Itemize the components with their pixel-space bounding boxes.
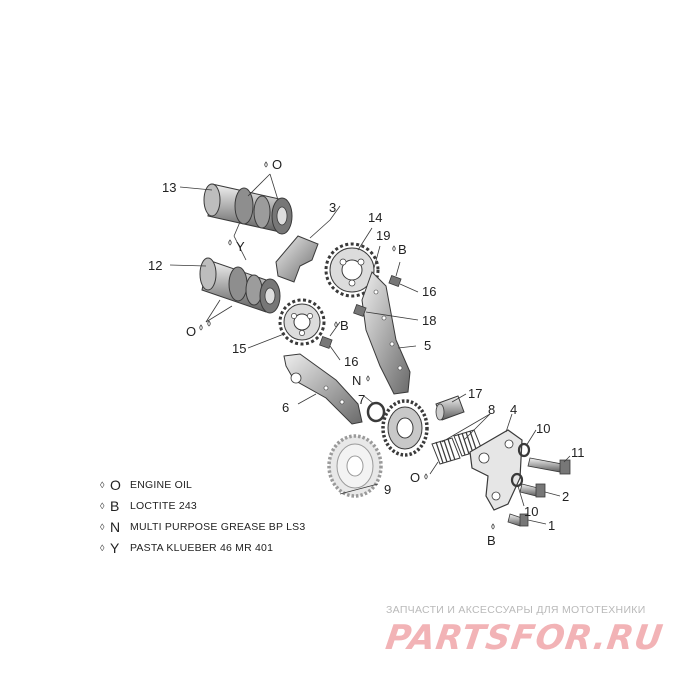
washer-part-10-lower xyxy=(510,472,524,488)
legend-row-klueber: ◊ Y PASTA KLUEBER 46 MR 401 xyxy=(100,537,360,558)
drop-markers xyxy=(199,161,495,530)
drop-icon-o-top xyxy=(264,161,268,168)
callout-2: 2 xyxy=(562,489,569,504)
sprocket-part-15 xyxy=(278,298,326,346)
watermark-caption: ЗАПЧАСТИ И АКСЕССУАРЫ ДЛЯ МОТОТЕХНИКИ xyxy=(386,604,646,616)
bolt-part-1 xyxy=(507,513,529,527)
drop-icon-b-mid xyxy=(334,321,338,328)
lube-y-top: Y xyxy=(236,239,245,254)
lube-o-left: O xyxy=(186,324,196,339)
drop-icon-o-left-a xyxy=(199,324,203,331)
callout-11: 11 xyxy=(571,445,585,460)
lubricant-legend: ◊ O ENGINE OIL ◊ B LOCTITE 243 ◊ N MULTI… xyxy=(100,474,360,558)
callout-8: 8 xyxy=(488,402,495,417)
pin-part-17 xyxy=(435,395,465,421)
callout-10-lower: 10 xyxy=(524,504,538,519)
drop-icon-n xyxy=(366,375,370,382)
chain-tensioner-part-6 xyxy=(283,353,363,425)
callout-16-upper: 16 xyxy=(422,284,436,299)
callout-18: 18 xyxy=(422,313,436,328)
drop-icon-b-lower xyxy=(491,523,495,530)
drop-icon: ◊ xyxy=(100,542,105,553)
legend-code: Y xyxy=(110,539,120,556)
legend-code: N xyxy=(110,518,121,535)
lube-o-mid: O xyxy=(410,470,420,485)
callout-3: 3 xyxy=(329,200,336,215)
callout-5: 5 xyxy=(424,338,431,353)
callout-17: 17 xyxy=(468,386,482,401)
chain-guide-part-5 xyxy=(361,271,411,395)
bolt-part-2 xyxy=(519,483,546,498)
callout-9: 9 xyxy=(384,482,391,497)
callout-14: 14 xyxy=(368,210,382,225)
callout-4: 4 xyxy=(510,402,517,417)
legend-text: LOCTITE 243 xyxy=(130,499,197,512)
lube-o-top: O xyxy=(272,157,282,172)
bracket-part-4 xyxy=(469,429,523,511)
drop-icon: ◊ xyxy=(100,500,105,511)
drop-icon-o-left-b xyxy=(207,320,211,327)
callout-labels: 13 12 3 14 19 16 18 5 15 16 6 7 17 8 4 1… xyxy=(148,157,585,548)
lube-b-upper: B xyxy=(398,242,407,257)
bolt-part-16-lower xyxy=(319,336,333,349)
bolt-part-16-upper xyxy=(388,275,402,287)
callout-15: 15 xyxy=(232,341,246,356)
washer-part-10-upper xyxy=(517,442,531,458)
watermark: ЗАПЧАСТИ И АКСЕССУАРЫ ДЛЯ МОТОТЕХНИКИ PA… xyxy=(383,604,686,658)
watermark-logo: PARTSFOR.RU xyxy=(383,618,666,658)
drop-icon-y-top xyxy=(228,239,232,246)
leader-lines xyxy=(169,173,571,525)
camshaft-lower xyxy=(199,257,281,314)
callout-19: 19 xyxy=(376,228,390,243)
legend-row-grease: ◊ N MULTI PURPOSE GREASE BP LS3 xyxy=(100,516,360,537)
lube-b-lower: B xyxy=(487,533,496,548)
washer-part-7 xyxy=(366,401,386,423)
callout-13: 13 xyxy=(162,180,176,195)
callout-6: 6 xyxy=(282,400,289,415)
bolt-part-18 xyxy=(353,304,367,317)
drop-icon-o-mid xyxy=(424,473,428,480)
legend-row-loctite: ◊ B LOCTITE 243 xyxy=(100,495,360,516)
drop-icon-b-upper xyxy=(392,245,396,252)
drop-icon: ◊ xyxy=(100,479,105,490)
callout-7: 7 xyxy=(358,392,365,407)
legend-text: ENGINE OIL xyxy=(130,478,193,491)
drop-icon: ◊ xyxy=(100,521,105,532)
legend-row-engine-oil: ◊ O ENGINE OIL xyxy=(100,474,360,495)
rocker-arm-part-3 xyxy=(275,219,331,283)
callout-12: 12 xyxy=(148,258,162,273)
legend-text: MULTI PURPOSE GREASE BP LS3 xyxy=(130,520,306,533)
lube-n: N xyxy=(352,373,361,388)
gear-part-9 xyxy=(327,399,429,498)
callout-10-upper: 10 xyxy=(536,421,550,436)
callout-1: 1 xyxy=(548,518,555,533)
callout-16-lower: 16 xyxy=(344,354,358,369)
camshaft-upper xyxy=(203,183,293,235)
legend-text: PASTA KLUEBER 46 MR 401 xyxy=(130,541,274,554)
lube-b-mid: B xyxy=(340,318,349,333)
sprocket-part-14 xyxy=(324,242,380,298)
legend-code: O xyxy=(110,476,122,493)
legend-code: B xyxy=(110,497,120,514)
bolt-part-11 xyxy=(527,457,571,475)
